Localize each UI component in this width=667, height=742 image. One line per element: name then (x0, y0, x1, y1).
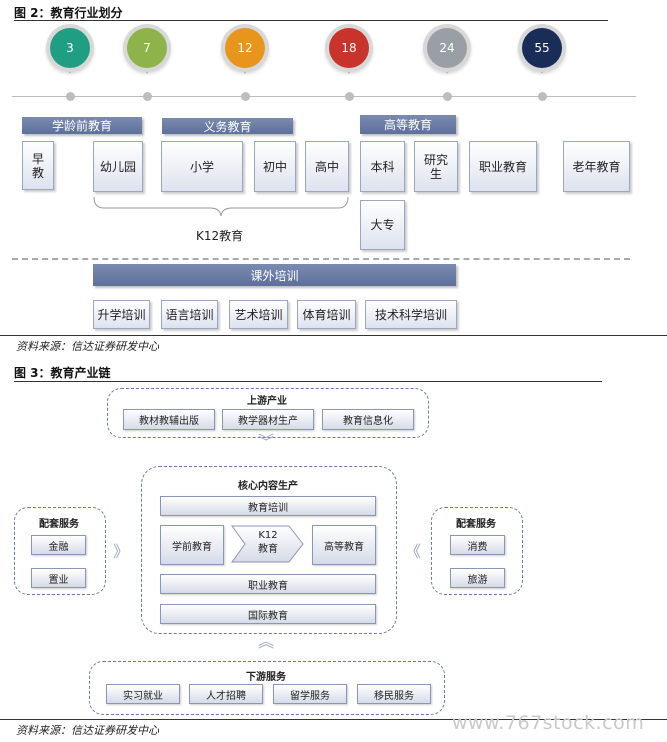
header-higher: 高等教育 (360, 115, 456, 134)
figure2-dashed-divider (12, 258, 630, 260)
age-circle-18: 18 (329, 28, 369, 68)
arrow-left-chevron-icon: 《 (405, 542, 422, 561)
figure2-top-rule (14, 20, 608, 21)
age-circle-7: 7 (127, 28, 167, 68)
figure3-title: 图 3：教育产业链 (14, 366, 111, 380)
timeline-dot (143, 92, 152, 101)
upstream-label: 上游产业 (247, 396, 287, 407)
timeline-dot (538, 92, 547, 101)
stage-vocational: 职业教育 (469, 141, 537, 192)
age-circle-3: 3 (50, 28, 90, 68)
core-preschool: 学前教育 (160, 525, 224, 565)
stage-graduate: 研究 生 (414, 141, 458, 192)
downstream-label: 下游服务 (246, 672, 286, 683)
age-circle-55: 55 (522, 28, 562, 68)
arrow-up-chevron-icon: ︽ (258, 632, 275, 651)
support-tourism: 旅游 (450, 568, 505, 588)
stage-senior-citizen: 老年教育 (563, 141, 630, 192)
support-real-estate: 置业 (31, 568, 86, 588)
right-support-label: 配套服务 (456, 519, 496, 530)
downstream-internship: 实习就业 (106, 684, 180, 704)
upstream-group (107, 388, 429, 438)
core-higher-education: 高等教育 (312, 525, 376, 565)
timeline-axis (12, 96, 636, 97)
downstream-study-abroad: 留学服务 (273, 684, 347, 704)
watermark: www.767stock.com (452, 712, 645, 734)
training-tech-science: 技术科学培训 (365, 300, 457, 329)
figure3-source: 资料来源：信达证券研发中心 (16, 724, 159, 737)
stage-college: 大专 (360, 200, 405, 250)
core-international: 国际教育 (160, 604, 376, 624)
core-vocational: 职业教育 (160, 574, 376, 594)
left-support-group (14, 507, 106, 595)
age-circle-12: 12 (225, 28, 265, 68)
stage-primary: 小学 (161, 141, 243, 192)
header-compulsory: 义务教育 (162, 118, 293, 134)
timeline-dot (241, 92, 250, 101)
downstream-recruitment: 人才招聘 (189, 684, 263, 704)
timeline-dot (345, 92, 354, 101)
stage-kindergarten: 幼儿园 (93, 141, 143, 192)
age-circle-24: 24 (427, 28, 467, 68)
header-preschool: 学龄前教育 (22, 117, 142, 134)
core-label: 核心内容生产 (238, 481, 298, 492)
training-art: 艺术培训 (229, 300, 288, 329)
stage-senior-high: 高中 (305, 141, 349, 192)
figure3-top-rule (14, 381, 602, 382)
stage-bachelor: 本科 (360, 141, 405, 192)
figure3-bottom-rule (0, 719, 667, 720)
downstream-group (89, 661, 445, 715)
stage-junior-high: 初中 (254, 141, 296, 192)
downstream-immigration: 移民服务 (357, 684, 431, 704)
core-education-training: 教育培训 (160, 496, 376, 516)
training-sports: 体育培训 (297, 300, 356, 329)
upstream-publishing: 教材教辅出版 (123, 409, 215, 430)
figure2-bottom-rule (0, 335, 667, 336)
core-group (141, 466, 397, 634)
left-support-label: 配套服务 (39, 519, 79, 530)
upstream-informatization: 教育信息化 (322, 409, 414, 430)
arrow-right-chevron-icon: 》 (113, 542, 130, 561)
timeline-dot (66, 92, 75, 101)
arrow-down-chevron-icon: ︾ (258, 432, 275, 451)
k12-label: K12教育 (196, 229, 244, 243)
figure2-title: 图 2：教育行业划分 (14, 6, 123, 20)
right-support-group (431, 507, 523, 595)
timeline-dot (443, 92, 452, 101)
upstream-equipment: 教学器材生产 (222, 409, 314, 430)
header-extracurricular: 课外培训 (93, 264, 456, 286)
stage-early-education: 早 教 (22, 141, 54, 190)
figure2-source: 资料来源：信达证券研发中心 (16, 340, 159, 353)
training-language: 语言培训 (161, 300, 218, 329)
support-finance: 金融 (31, 535, 86, 555)
core-k12-arrow (231, 525, 304, 563)
training-admission: 升学培训 (93, 300, 150, 329)
k12-bracket (93, 196, 349, 217)
core-k12-label: K12 教育 (258, 530, 278, 555)
support-consumption: 消费 (450, 535, 505, 555)
